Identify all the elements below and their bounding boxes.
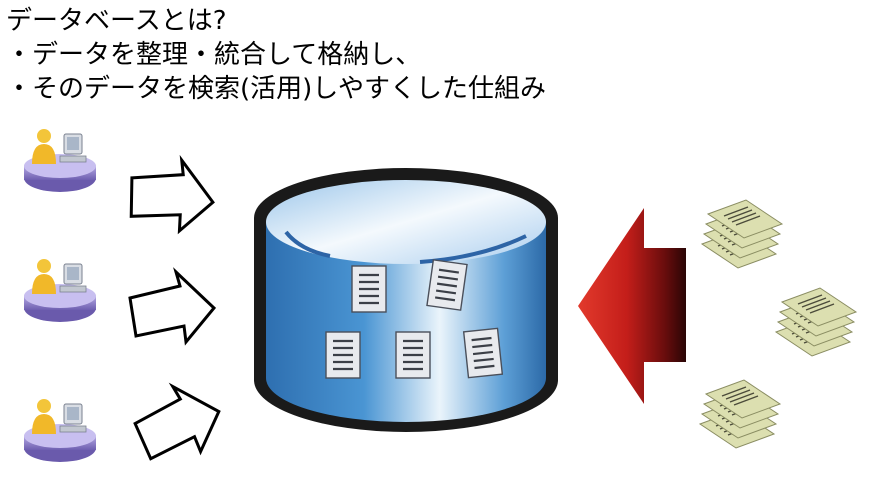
database-document-3 [324, 330, 362, 380]
document-stack-3 [700, 380, 780, 448]
heading: データベースとは? ・データを整理・統合して格納し、 ・そのデータを検索(活用)… [6, 4, 546, 106]
database-document-2 [425, 258, 469, 312]
database-document-5 [462, 327, 504, 379]
heading-bullet-2: ・そのデータを検索(活用)しやすくした仕組み [6, 74, 547, 104]
document-stack-2 [776, 288, 856, 356]
input-arrow-1 [122, 150, 221, 238]
database-document-1 [350, 264, 388, 314]
database-document-4 [394, 330, 432, 380]
database-icon [254, 168, 558, 432]
input-arrow-3 [126, 375, 230, 468]
document-stack-1 [702, 200, 782, 268]
user-icon-3 [23, 398, 97, 463]
user-icon-2 [23, 258, 97, 323]
heading-bullet-1: ・データを整理・統合して格納し、 [6, 40, 422, 70]
input-arrow-2 [128, 270, 216, 344]
heading-title: データベースとは? [6, 6, 227, 36]
user-icon-1 [23, 128, 97, 193]
red-arrow [578, 208, 686, 404]
